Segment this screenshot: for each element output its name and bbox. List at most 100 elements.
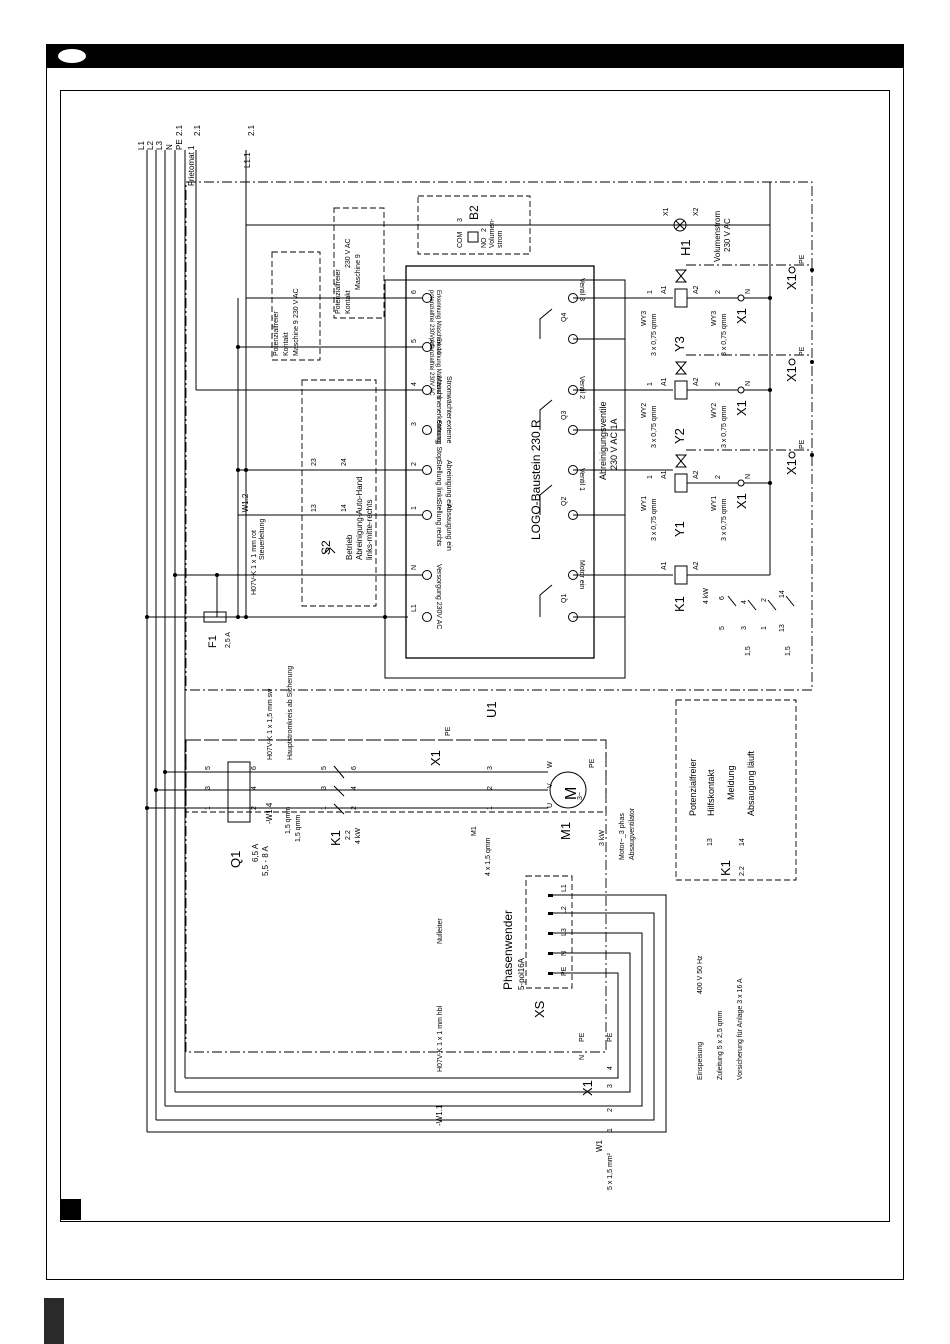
- logo-input-5-pin: 5: [411, 339, 418, 343]
- motor-u1: U1: [484, 701, 499, 718]
- fuse-f1-rating: 2,5 A: [225, 632, 232, 648]
- feed-terminal: -W1.1 H07V-K 1 x 1 mm hbl X1 1 2 3 4 N P…: [435, 955, 744, 1190]
- logo-input-4-pin: 4: [411, 382, 418, 386]
- valve-3-spec-b: 3 x 0,75 qmm: [721, 313, 728, 356]
- phasewender-l3: L3: [561, 928, 568, 936]
- valve-2-pe-junction: [810, 360, 814, 364]
- supply-line-n: N: [165, 144, 174, 150]
- logo-input-6-label: Erkennung Maschine 10: [435, 290, 441, 355]
- k1-main-pin2: 2: [351, 806, 358, 810]
- valve-3-name: Y3: [672, 336, 687, 352]
- aux-l2: Hilfskontakt: [706, 769, 716, 816]
- phasewender-xs: XS: [532, 1000, 547, 1018]
- valve-2-coil: [674, 380, 688, 400]
- logo-input-5-label: Erkennung Maschine 9: [435, 338, 441, 400]
- sensor-b2-pin-b: 2: [481, 228, 488, 232]
- phasewender-l2: L2: [561, 906, 568, 914]
- valve-1-name: Y1: [672, 521, 687, 537]
- supply-line-l2: L2: [146, 141, 155, 150]
- logo-inputs: L1 Versorgung 230V AC N 1 Absaugung ein …: [173, 290, 452, 629]
- valve-3-terminal-n: [737, 294, 745, 302]
- aux-p14: 14: [739, 838, 746, 846]
- k1-main-s2: 4 kW: [355, 828, 362, 844]
- valve-3-p2: 2: [715, 290, 722, 294]
- motor-power: 3 kW: [599, 830, 606, 846]
- k1-coil-a2: A2: [693, 561, 700, 570]
- k1-aux-pin13: 13: [779, 624, 786, 632]
- valve-3-n: N: [745, 289, 752, 294]
- switch-s2-line3: links-mitte-rechts: [365, 500, 374, 560]
- q1-pin5: 5: [205, 766, 212, 770]
- logo-input-1-pin: 1: [411, 506, 418, 510]
- aux-k1: K1: [718, 860, 733, 876]
- motor-pin3: 3: [487, 766, 494, 770]
- valve-1-spec-b: 3 x 0,75 qmm: [721, 498, 728, 541]
- logo-input-3-label: Störung Stop: [435, 420, 442, 461]
- logo-module: LOGO-Baustein 230 R Abreinigungsventile …: [384, 265, 626, 679]
- k1-coil-name: K1: [672, 596, 687, 612]
- sensor-b2-pin-a: 3: [457, 218, 464, 222]
- l11-ref: 2.1: [247, 124, 256, 136]
- potfree2-l2: Kontakt: [345, 290, 352, 314]
- fuse-f1-name: F1: [207, 635, 219, 648]
- logo-input-4-label: Maschinenerkennung: [435, 376, 442, 443]
- q1-rating1: 6,5 A: [251, 843, 260, 862]
- valve-2-a2: A2: [693, 377, 700, 386]
- k1-coil-a1: A1: [661, 561, 668, 570]
- logo-output-q2-label: Ventil 1: [578, 468, 585, 491]
- valve-2-terminal: X1: [734, 400, 749, 416]
- valve-3-spec: 3 x 0,75 qmm: [651, 313, 658, 356]
- logo-output-q4: Q4: [561, 313, 568, 322]
- feed-x1-pin3: 3: [607, 1084, 614, 1088]
- potfree-contacts: Potenzialfreier Kontakt 230 V AC Maschin…: [271, 207, 385, 361]
- motor-pe: PE: [589, 758, 596, 768]
- k1-wire-a: 1,5: [745, 646, 752, 656]
- logo-input-6-label2: potenzialfrei 230V AC: [428, 290, 434, 348]
- q1-pin2: 2: [251, 806, 258, 810]
- header-bar: [46, 44, 904, 68]
- sensor-b2: B2 COM NO 3 2 Volumen- strom: [246, 195, 770, 255]
- supply-rails: L1 L2 L3 N PE 2.1 2.1 2.1 L1.1 Frietomat…: [137, 124, 408, 1132]
- phase-changer: Phasenwender 5-pol16A XS L1 L2 L3 N PE N…: [147, 875, 667, 1133]
- potfree2-l1: Potenzialfreier: [335, 269, 342, 314]
- feed-sicherung: Vorsicherung für Anlage 3 x 16 A: [737, 978, 744, 1080]
- page-tab: [44, 1298, 64, 1344]
- switch-s2-pin14: 14: [341, 504, 348, 512]
- supply-line-l1: L1: [137, 141, 146, 150]
- logo-input-5-label2: potenzialfrei 230V AC: [428, 338, 434, 396]
- feed-zuleitung: Zuleitung 5 x 2,5 qmm: [717, 1011, 724, 1080]
- switch-s2-line1: Betrieb: [345, 534, 354, 560]
- control-cable-spec: H07V-K 1 x 1 mm rot: [251, 530, 258, 595]
- q1-pin4: 4: [251, 786, 258, 790]
- valve-1-pe-terminal: X1: [784, 459, 799, 475]
- switch-s2-line2: Abreinigung-Auto-Hand: [355, 476, 364, 560]
- valve-1-valve-icon: [674, 454, 688, 468]
- l11-label: L1.1: [243, 152, 252, 168]
- q1-pin6: 6: [251, 766, 258, 770]
- feed-x1-pin-n: N: [579, 1055, 586, 1060]
- aux-l3: Meldung: [726, 765, 736, 800]
- valve-2-pe-terminal: X1: [784, 366, 799, 382]
- switch-s2: S2 23 24 13 14 Betrieb Abreinigung-Auto-…: [301, 379, 377, 607]
- lamp-h1-name: H1: [678, 239, 693, 256]
- k1-main-contacts: K1 2.2 4 kW 5 6 3 4 1 2: [321, 765, 362, 846]
- logo-input-3-pin: 3: [411, 422, 418, 426]
- q1-rating2: 5,5 - 8 A: [261, 846, 270, 876]
- k1-wire-b: 1,5: [785, 646, 792, 656]
- switch-s2-pin23: 23: [311, 458, 318, 466]
- k1-aux-pin14: 14: [779, 590, 786, 598]
- motor-phase: 3~: [577, 792, 584, 800]
- k1-aux-pin1: 1: [761, 626, 768, 630]
- feed-x1-pin2: 2: [607, 1108, 614, 1112]
- feed-w11: -W1.1: [435, 1104, 444, 1126]
- motor-pin1: 1: [487, 806, 494, 810]
- q1-name: Q1: [228, 851, 243, 868]
- valve-2-valve-icon: [674, 361, 688, 375]
- control-cabinet-outline: [185, 181, 813, 1053]
- logo-input-6-pin: 6: [411, 290, 418, 294]
- control-cable: -W1.2 H07V-K 1 x 1 mm rot Steuerleitung: [241, 493, 266, 595]
- k1-aux-pin3: 3: [741, 626, 748, 630]
- valve-3-cable-b: WY3: [711, 311, 718, 326]
